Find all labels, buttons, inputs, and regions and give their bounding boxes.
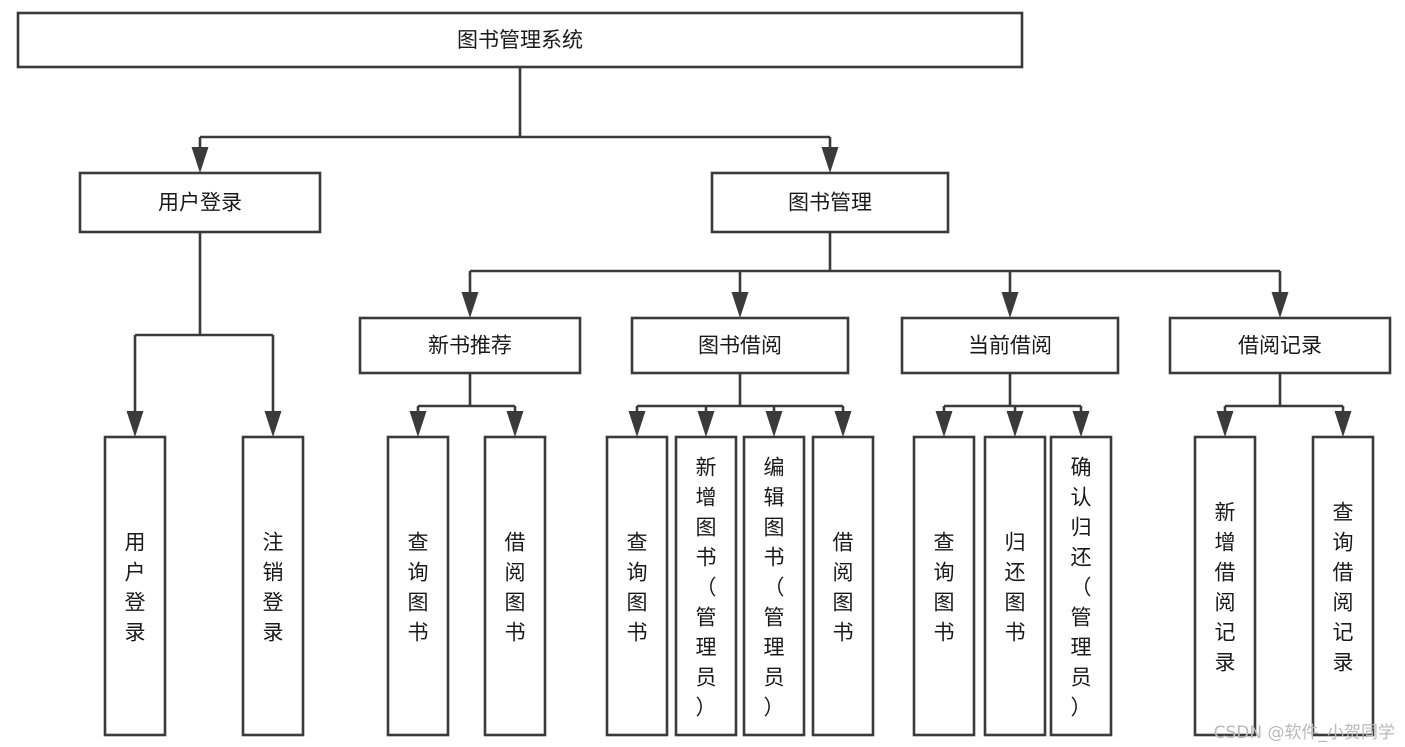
node-box[interactable]: [742, 435, 806, 737]
arrow-head-icon: [1072, 411, 1090, 437]
node-leaf-return-book[interactable]: 归还图书: [983, 435, 1047, 737]
node-leaf-add-borrow-record[interactable]: 新增借阅记录: [1193, 435, 1257, 737]
node-box[interactable]: [483, 435, 547, 737]
node-label: 查询图书: [408, 530, 429, 644]
node-box[interactable]: [674, 435, 738, 737]
node-label: 新增借阅记录: [1215, 500, 1236, 674]
node-box[interactable]: [912, 435, 976, 737]
arrow-head-icon: [731, 292, 749, 318]
node-label: 图书借阅: [698, 334, 782, 358]
node-box[interactable]: [78, 171, 322, 234]
arrow-head-icon: [697, 411, 715, 437]
node-box[interactable]: [16, 11, 1024, 69]
connector-group: [628, 373, 852, 437]
node-label: 归还图书: [1005, 530, 1026, 644]
node-box[interactable]: [1193, 435, 1257, 737]
node-leaf-borrow-book-recommend[interactable]: 借阅图书: [483, 435, 547, 737]
arrow-head-icon: [191, 147, 209, 173]
node-label: 借阅图书: [505, 530, 526, 644]
connector-group: [935, 373, 1090, 437]
arrow-head-icon: [409, 411, 427, 437]
connector-group: [126, 232, 282, 437]
node-box[interactable]: [1049, 435, 1113, 737]
node-leaf-query-book[interactable]: 查询图书: [605, 435, 669, 737]
node-box[interactable]: [358, 316, 582, 375]
node-box[interactable]: [605, 435, 669, 737]
node-label: 图书管理: [788, 191, 872, 215]
node-leaf-borrow-book[interactable]: 借阅图书: [811, 435, 875, 737]
node-box[interactable]: [811, 435, 875, 737]
arrow-head-icon: [1001, 292, 1019, 318]
arrow-head-icon: [1216, 411, 1234, 437]
node-box[interactable]: [710, 171, 950, 234]
node-label: 借阅图书: [833, 530, 854, 644]
node-leaf-user-login[interactable]: 用户登录: [103, 435, 167, 737]
nodes-layer: 图书管理系统用户登录图书管理新书推荐图书借阅当前借阅借阅记录用户登录注销登录查询…: [16, 11, 1392, 737]
node-book-borrow[interactable]: 图书借阅: [630, 316, 850, 375]
node-leaf-add-book[interactable]: 新增图书（管理员）: [674, 435, 738, 737]
node-label: 注销登录: [263, 530, 284, 644]
node-label: 查询借阅记录: [1333, 500, 1354, 674]
node-box[interactable]: [900, 316, 1120, 375]
arrow-head-icon: [821, 147, 839, 173]
node-box[interactable]: [630, 316, 850, 375]
node-label: 编辑图书（管理员）: [764, 455, 785, 719]
node-leaf-edit-book[interactable]: 编辑图书（管理员）: [742, 435, 806, 737]
arrow-head-icon: [765, 411, 783, 437]
node-box[interactable]: [386, 435, 450, 737]
arrow-head-icon: [1334, 411, 1352, 437]
arrow-head-icon: [1006, 411, 1024, 437]
edges-layer: [126, 67, 1352, 437]
node-box[interactable]: [241, 435, 305, 737]
node-leaf-query-book-current[interactable]: 查询图书: [912, 435, 976, 737]
connector-group: [191, 67, 839, 173]
connector-group: [409, 373, 524, 437]
connector-group: [1216, 373, 1352, 437]
node-label: 查询图书: [627, 530, 648, 644]
node-label: 借阅记录: [1238, 334, 1322, 358]
node-book-manage[interactable]: 图书管理: [710, 171, 950, 234]
arrow-head-icon: [628, 411, 646, 437]
node-label: 新书推荐: [428, 334, 512, 358]
arrow-head-icon: [1271, 292, 1289, 318]
node-box[interactable]: [983, 435, 1047, 737]
arrow-head-icon: [126, 411, 144, 437]
node-root[interactable]: 图书管理系统: [16, 11, 1024, 69]
arrow-head-icon: [264, 411, 282, 437]
node-box[interactable]: [103, 435, 167, 737]
node-current-borrow[interactable]: 当前借阅: [900, 316, 1120, 375]
node-new-book-recommend[interactable]: 新书推荐: [358, 316, 582, 375]
node-label: 图书管理系统: [457, 28, 583, 52]
node-label: 用户登录: [125, 530, 146, 644]
node-label: 新增图书（管理员）: [696, 455, 717, 719]
node-leaf-confirm-return[interactable]: 确认归还（管理员）: [1049, 435, 1113, 737]
arrow-head-icon: [834, 411, 852, 437]
node-label: 查询图书: [934, 530, 955, 644]
node-box[interactable]: [1168, 316, 1392, 375]
node-label: 用户登录: [158, 191, 242, 215]
node-leaf-query-book-recommend[interactable]: 查询图书: [386, 435, 450, 737]
connector-group: [461, 232, 1289, 318]
arrow-head-icon: [506, 411, 524, 437]
node-label: 确认归还（管理员）: [1071, 455, 1092, 719]
node-box[interactable]: [1311, 435, 1375, 737]
arrow-head-icon: [935, 411, 953, 437]
arrow-head-icon: [461, 292, 479, 318]
node-label: 当前借阅: [968, 334, 1052, 358]
node-leaf-query-borrow-record[interactable]: 查询借阅记录: [1311, 435, 1375, 737]
node-user-login[interactable]: 用户登录: [78, 171, 322, 234]
node-leaf-logout[interactable]: 注销登录: [241, 435, 305, 737]
node-borrow-record[interactable]: 借阅记录: [1168, 316, 1392, 375]
